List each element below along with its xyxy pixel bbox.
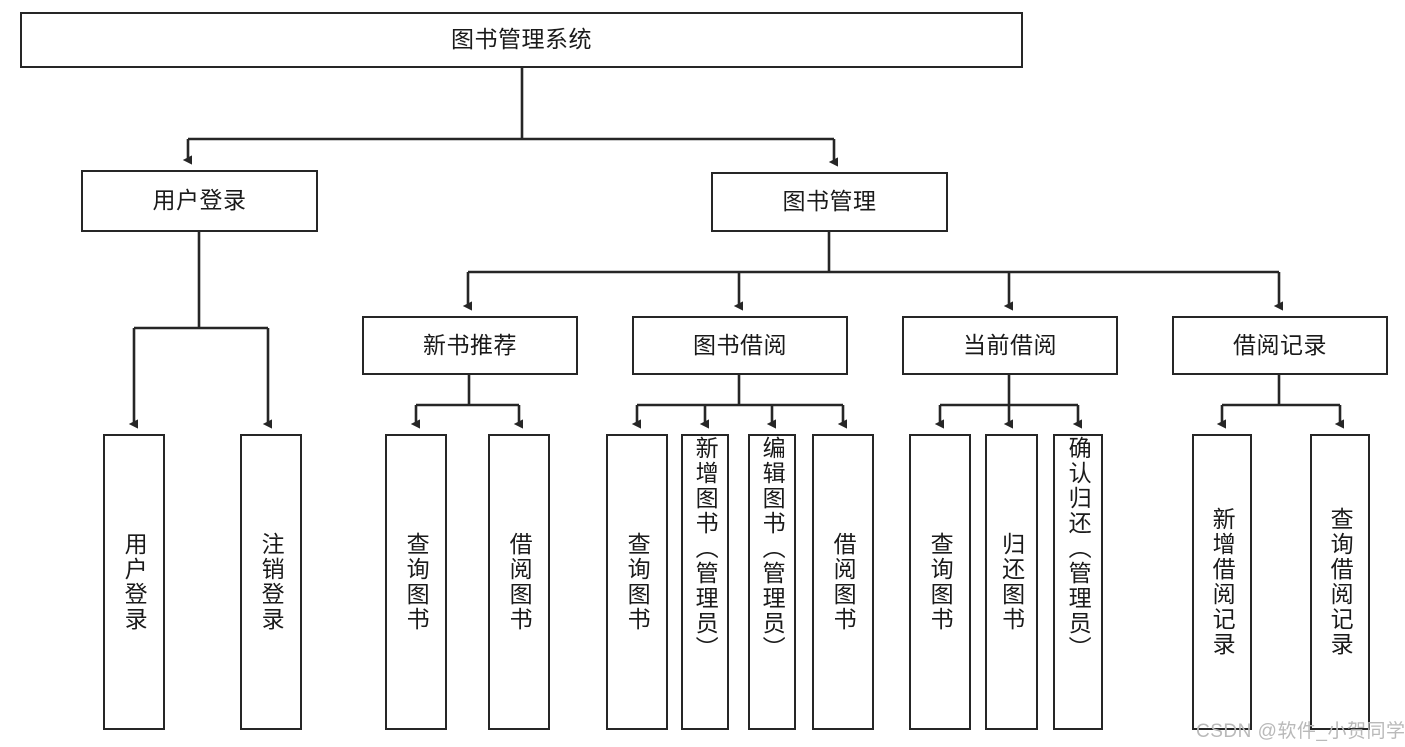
node-leaf-user-login-label: 用户登录 <box>121 532 148 632</box>
node-leaf-add-book-admin[interactable]: 新增图书（管理员） <box>681 434 729 730</box>
node-leaf-borrow-books-new[interactable]: 借阅图书 <box>488 434 550 730</box>
node-current-borrowing-label: 当前借阅 <box>963 331 1057 358</box>
node-leaf-query-books-new[interactable]: 查询图书 <box>385 434 447 730</box>
node-borrow-records[interactable]: 借阅记录 <box>1172 316 1388 375</box>
node-leaf-borrow-books-new-label: 借阅图书 <box>506 532 533 632</box>
node-leaf-query-books-current-label: 查询图书 <box>927 532 954 632</box>
node-leaf-query-books-new-label: 查询图书 <box>403 532 430 632</box>
node-root[interactable]: 图书管理系统 <box>20 12 1023 68</box>
node-leaf-add-book-admin-label: 新增图书（管理员） <box>692 436 719 661</box>
node-leaf-borrow-books[interactable]: 借阅图书 <box>812 434 874 730</box>
node-borrow-records-label: 借阅记录 <box>1233 331 1327 358</box>
node-leaf-edit-book-admin[interactable]: 编辑图书（管理员） <box>748 434 796 730</box>
node-leaf-logout-label: 注销登录 <box>258 532 285 632</box>
node-leaf-confirm-return-admin-label: 确认归还（管理员） <box>1065 436 1092 661</box>
node-leaf-borrow-books-label: 借阅图书 <box>830 532 857 632</box>
node-leaf-return-books-label: 归还图书 <box>998 532 1025 632</box>
node-leaf-query-books-current[interactable]: 查询图书 <box>909 434 971 730</box>
node-root-label: 图书管理系统 <box>451 26 592 53</box>
node-leaf-user-login[interactable]: 用户登录 <box>103 434 165 730</box>
node-leaf-logout[interactable]: 注销登录 <box>240 434 302 730</box>
node-leaf-add-borrow-record[interactable]: 新增借阅记录 <box>1192 434 1252 730</box>
node-leaf-return-books[interactable]: 归还图书 <box>985 434 1038 730</box>
csdn-watermark: CSDN @软件_小贺同学 <box>1196 721 1405 742</box>
node-leaf-query-books-borrow-label: 查询图书 <box>624 532 651 632</box>
node-book-management[interactable]: 图书管理 <box>711 172 948 232</box>
node-user-login-label: 用户登录 <box>152 187 247 214</box>
node-leaf-confirm-return-admin[interactable]: 确认归还（管理员） <box>1053 434 1103 730</box>
node-user-login[interactable]: 用户登录 <box>81 170 318 232</box>
node-leaf-query-borrow-record[interactable]: 查询借阅记录 <box>1310 434 1370 730</box>
node-book-borrowing[interactable]: 图书借阅 <box>632 316 848 375</box>
node-leaf-add-borrow-record-label: 新增借阅记录 <box>1209 507 1236 657</box>
node-book-management-label: 图书管理 <box>782 188 877 215</box>
node-new-book-recommendation[interactable]: 新书推荐 <box>362 316 578 375</box>
node-current-borrowing[interactable]: 当前借阅 <box>902 316 1118 375</box>
node-leaf-query-books-borrow[interactable]: 查询图书 <box>606 434 668 730</box>
node-leaf-query-borrow-record-label: 查询借阅记录 <box>1327 507 1354 657</box>
node-leaf-edit-book-admin-label: 编辑图书（管理员） <box>759 436 786 661</box>
node-book-borrowing-label: 图书借阅 <box>693 331 787 358</box>
node-new-book-recommendation-label: 新书推荐 <box>423 331 517 358</box>
